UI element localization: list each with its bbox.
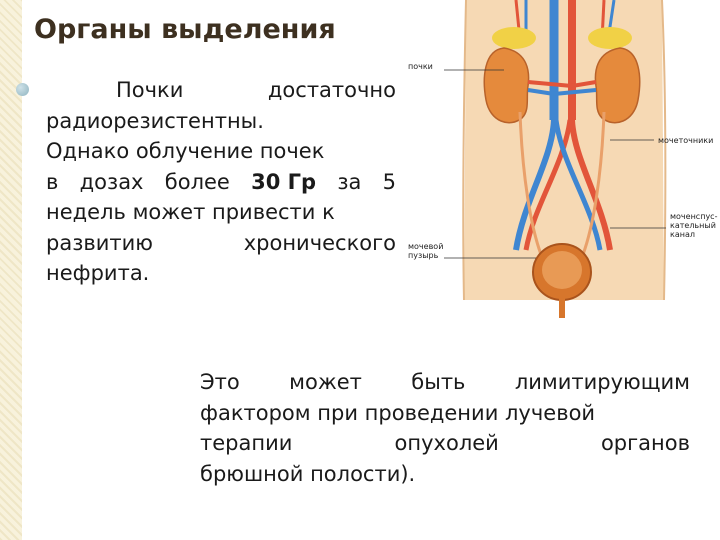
bullet-icon — [16, 83, 29, 96]
paragraph-kidney-radioresistance: Почки достаточно радиорезистентны. Однак… — [46, 75, 396, 289]
torso-outline-right — [661, 0, 667, 301]
para1-word: развитию — [46, 230, 153, 255]
adrenal-right — [588, 27, 632, 49]
dose-value: 30 Гр — [251, 169, 317, 194]
iliac-vein-right — [553, 119, 603, 251]
renal-vein-left — [527, 88, 555, 96]
decorative-side-strip — [0, 0, 22, 540]
para2-line-3: терапии опухолей органов — [200, 428, 690, 459]
label-bladder-line-1: мочевой — [408, 242, 444, 251]
paragraph-limiting-factor: Это может быть лимитирующим фактором при… — [200, 367, 690, 489]
para2-word: лимитирующим — [514, 370, 690, 394]
para2-word: Это — [200, 370, 240, 394]
label-bladder-line-2: пузырь — [408, 251, 439, 260]
label-ejaculatory-canal: моченспус- кательный канал — [670, 212, 717, 239]
urinary-system-illustration: почки мочеточники моченспус- кательный к… — [404, 0, 720, 318]
iliac-artery-left — [523, 119, 573, 251]
para1-word: хронического — [243, 230, 396, 255]
para2-word: терапии — [200, 431, 293, 455]
para2-word: может — [289, 370, 362, 394]
para2-word: органов — [600, 431, 690, 455]
para2-line-2: фактором при проведении лучевой — [200, 400, 596, 425]
renal-vein-right — [553, 88, 597, 96]
para1-word: 5 — [382, 169, 396, 194]
para1-line-5: недель может привести к — [46, 200, 335, 224]
para1-word: Почки — [116, 78, 184, 102]
iliac-vein-left — [513, 119, 557, 251]
para1-word: дозах — [79, 169, 144, 194]
para2-word: быть — [411, 370, 466, 394]
para1-word: за — [337, 169, 362, 194]
kidney-left — [483, 47, 530, 124]
para1-line-2: радиорезистентны. — [46, 108, 264, 133]
label-ejac-line-3: канал — [670, 230, 695, 239]
label-kidneys: почки — [408, 62, 433, 71]
para2-line-1: Это может быть лимитирующим — [200, 367, 690, 398]
para1-line-4: в дозах более 30 Гр за 5 — [46, 167, 396, 198]
label-ejac-line-1: моченспус- — [670, 212, 718, 221]
renal-artery-right — [571, 80, 597, 88]
kidney-right — [594, 47, 641, 124]
para1-line-1: Почки достаточно — [46, 75, 396, 106]
label-bladder: мочевой пузырь — [408, 242, 443, 260]
para1-word: достаточно — [267, 78, 396, 102]
para1-word: в — [46, 169, 59, 194]
adrenal-left — [492, 27, 536, 49]
iliac-artery-right — [569, 119, 613, 251]
torso-outline-left — [462, 0, 467, 301]
para1-word: более — [164, 169, 230, 194]
renal-artery-left — [527, 80, 573, 88]
bladder-inner — [542, 251, 582, 289]
label-ureters: мочеточники — [658, 136, 714, 145]
para2-word: опухолей — [394, 431, 499, 455]
ureter-left — [518, 111, 546, 263]
ureter-right — [578, 111, 606, 263]
para1-line-6: развитию хронического — [46, 228, 396, 259]
slide-title: Органы выделения — [34, 14, 336, 45]
urinary-system-drawing — [444, 0, 667, 318]
para1-line-7: нефрита. — [46, 261, 150, 285]
para1-line-3: Однако облучение почек — [46, 139, 325, 163]
label-ejac-line-2: кательный — [670, 221, 716, 230]
para2-line-4: брюшной полости). — [200, 461, 416, 486]
